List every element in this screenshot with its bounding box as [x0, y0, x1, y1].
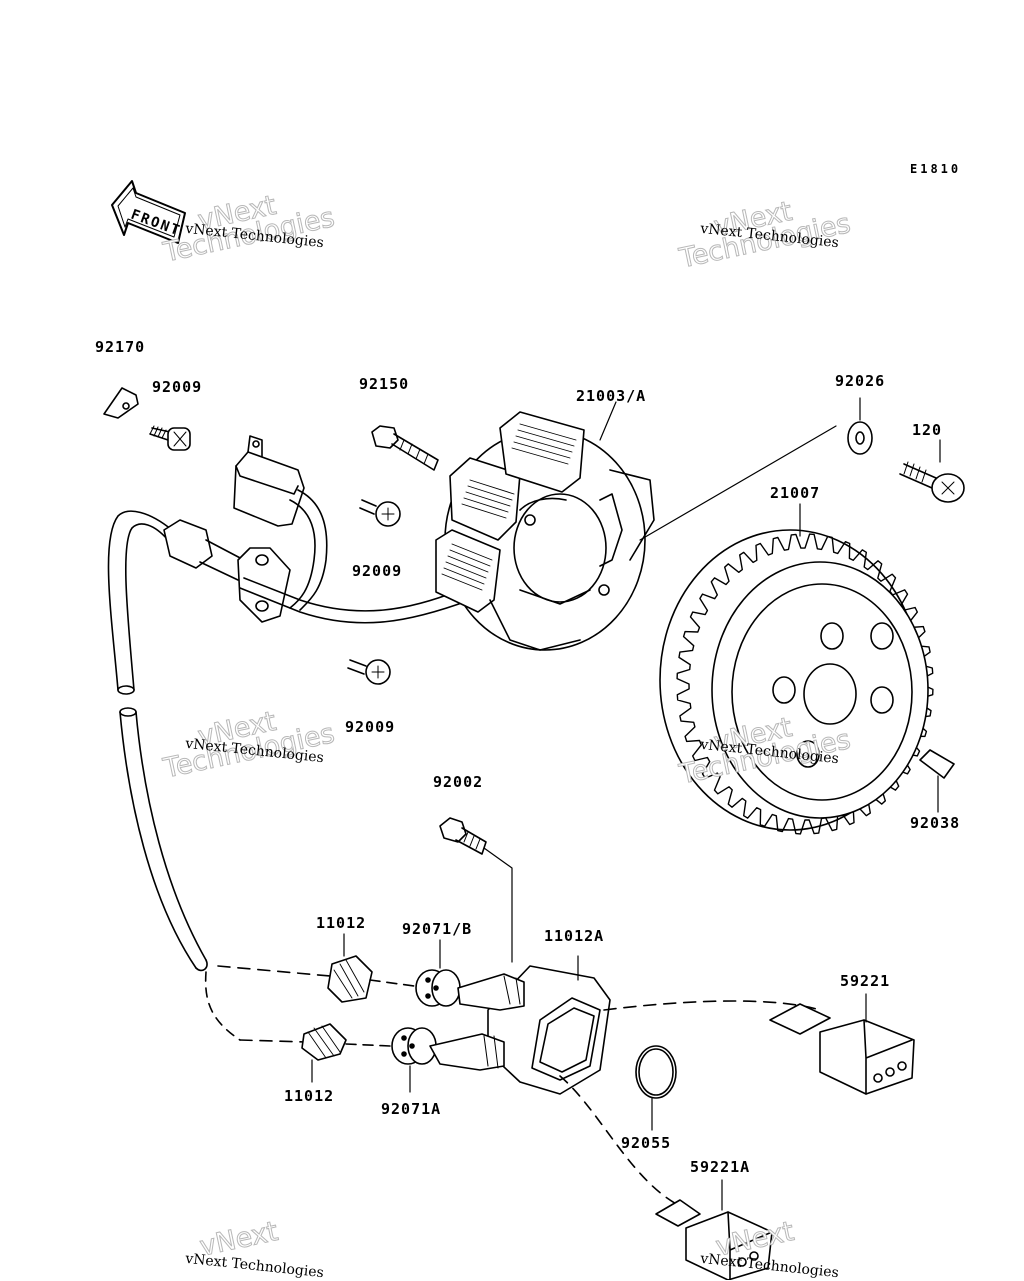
- flywheel-gear-teeth: [677, 534, 933, 834]
- part-label-92009-b: 92009: [352, 562, 403, 580]
- part-label-21007: 21007: [770, 484, 821, 502]
- part-92009-bolt-1: [150, 426, 190, 450]
- part-label-120: 120: [912, 421, 943, 439]
- part-92026-washer: [640, 398, 872, 540]
- part-label-59221: 59221: [840, 972, 891, 990]
- pickup-coil: [234, 436, 327, 610]
- part-label-11012A: 11012A: [544, 927, 605, 945]
- diagram-code: E1810: [910, 162, 962, 176]
- leader-21003: [600, 402, 616, 440]
- part-label-92038: 92038: [910, 814, 961, 832]
- part-11012-cap-upper: [328, 934, 372, 1002]
- part-label-92071A: 92071A: [381, 1100, 442, 1118]
- part-label-92002: 92002: [433, 773, 484, 791]
- part-92009-screw-2: [360, 500, 400, 526]
- part-92009-screw-3: [348, 660, 390, 684]
- part-92071A-grommet: [346, 1028, 436, 1092]
- part-92055-o-ring: [636, 1046, 676, 1130]
- part-59221-connector: [770, 994, 914, 1094]
- part-11012-cap-lower: [302, 1024, 346, 1082]
- part-label-59221A: 59221A: [690, 1158, 751, 1176]
- part-label-92150: 92150: [359, 375, 410, 393]
- part-label-21003A: 21003/A: [576, 387, 647, 405]
- part-label-92009-a: 92009: [152, 378, 203, 396]
- front-arrow-icon: FRONT: [112, 181, 185, 243]
- part-92038-key: [920, 750, 954, 812]
- wire-harness: [108, 511, 470, 1042]
- part-120-bolt: [900, 440, 964, 502]
- part-label-92170: 92170: [95, 338, 146, 356]
- part-label-11012-a: 11012: [316, 914, 367, 932]
- part-92150-bolt: [372, 426, 438, 470]
- part-21003-stator: [436, 412, 654, 650]
- part-92170-clip: [104, 388, 138, 418]
- part-label-11012-b: 11012: [284, 1087, 335, 1105]
- part-label-92055: 92055: [621, 1134, 672, 1152]
- part-21007-flywheel: [660, 504, 933, 834]
- part-92071B-grommet: [370, 940, 460, 1006]
- part-label-92026: 92026: [835, 372, 886, 390]
- part-label-92071B: 92071/B: [402, 920, 473, 938]
- part-label-92009-c: 92009: [345, 718, 396, 736]
- part-92002-bolt: [440, 818, 512, 962]
- part-11012A-holder: [430, 956, 820, 1206]
- part-59221A-connector: [656, 1180, 772, 1280]
